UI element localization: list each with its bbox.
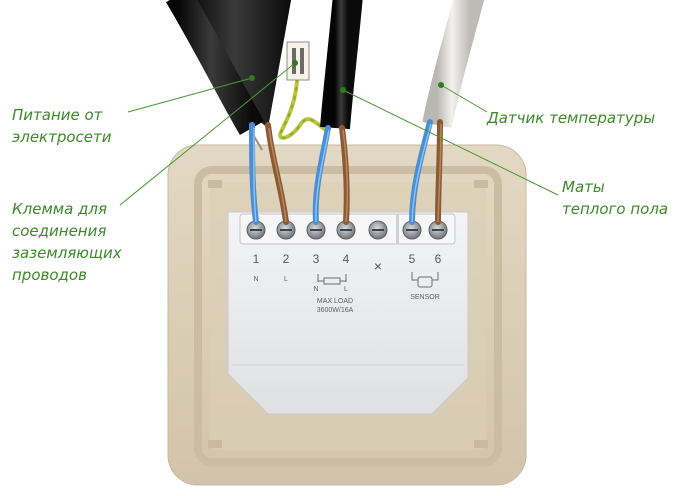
ground-wire: [278, 59, 331, 140]
leader-lines: [119, 60, 559, 206]
power-cable: [165, 0, 292, 151]
callout-power: Питание от электросети: [12, 106, 112, 146]
leader-power: [127, 77, 253, 113]
load-symbol: [317, 274, 347, 285]
screw-x: [368, 220, 388, 240]
terminal-number-2: 2: [282, 252, 290, 266]
leader-mats: [342, 89, 559, 196]
mats-cable: [320, 0, 363, 130]
terminal-number-3: 3: [312, 252, 320, 266]
leader-ground: [119, 62, 296, 206]
leader-sensor: [440, 84, 488, 113]
terminal-sublabel-1: N: [253, 276, 259, 283]
power-wires: [249, 122, 289, 225]
terminal-sublabel-3: N: [313, 286, 319, 293]
terminal-number-1: 1: [252, 252, 260, 266]
callout-mats: Маты теплого пола: [562, 178, 669, 218]
sensor-symbol: [411, 272, 439, 288]
terminal-cross: ×: [373, 258, 383, 274]
sensor-cable: [422, 0, 485, 128]
callout-ground: Клемма для соединения заземляющих провод…: [12, 200, 122, 284]
sensor-wires: [409, 119, 443, 225]
terminal-number-6: 6: [434, 252, 442, 266]
screw-2: [276, 220, 296, 240]
terminal-sublabel-2: L: [284, 276, 288, 283]
terminal-sublabel-4: L: [344, 286, 348, 293]
terminal-screws: [246, 220, 448, 240]
screw-1: [246, 220, 266, 240]
sensor-terminal-label: SENSOR: [410, 294, 440, 301]
ground-clamp: [286, 41, 310, 81]
terminal-number-4: 4: [342, 252, 350, 266]
screw-5: [402, 220, 422, 240]
max-load-label: MAX LOAD: [316, 298, 354, 305]
max-load-value: 3600W/16A: [316, 307, 354, 314]
callout-sensor: Датчик температуры: [487, 109, 656, 127]
terminal-number-5: 5: [408, 252, 416, 266]
mats-wires: [312, 125, 350, 225]
